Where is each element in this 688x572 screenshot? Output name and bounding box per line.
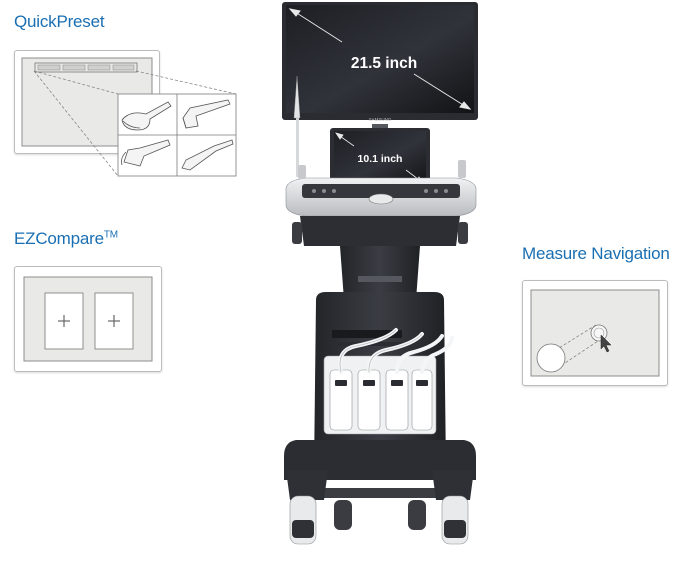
crosshair-icon — [108, 315, 120, 327]
cart-handle — [292, 216, 468, 246]
ezcompare-title: EZCompareTM — [14, 229, 118, 248]
brand-logo: SAMSUNG — [369, 117, 392, 122]
cursor-arrow-icon — [600, 334, 612, 353]
phased-probe-icon — [121, 139, 171, 167]
ezcompare-illustration — [14, 266, 162, 372]
quickpreset-probe-popup — [33, 70, 237, 177]
diagonal-arrow-icon — [288, 8, 472, 110]
touch-screen: 10.1 inch — [330, 128, 430, 190]
endocavity-probe-icon — [181, 139, 234, 171]
main-monitor: SAMSUNG 21.5 inch — [282, 2, 478, 132]
ultrasound-system: SAMSUNG 21.5 inch 10.1 inch — [282, 2, 478, 545]
touch-screen-size-label: 10.1 inch — [358, 153, 403, 165]
quickpreset-title: QuickPreset — [14, 12, 105, 31]
cart-base — [284, 440, 476, 500]
measure-navigation-title: Measure Navigation — [522, 244, 670, 263]
control-panel — [285, 160, 477, 217]
probe-holder — [293, 75, 301, 177]
main-monitor-size-label: 21.5 inch — [351, 55, 417, 72]
linear-probe-icon — [182, 99, 231, 129]
measure-navigation-illustration — [522, 280, 668, 386]
cart-body — [314, 292, 454, 470]
crosshair-icon — [58, 315, 70, 327]
cart-column — [340, 246, 420, 300]
convex-probe-icon — [121, 101, 172, 131]
caster-wheels — [289, 495, 469, 545]
